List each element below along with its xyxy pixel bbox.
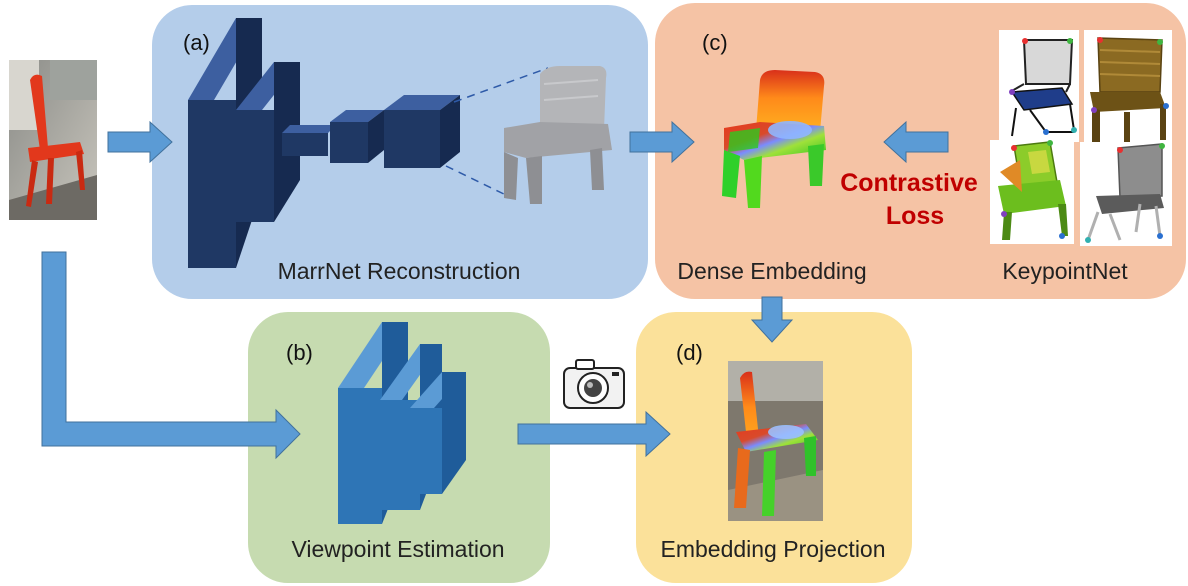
input-photo <box>9 60 97 220</box>
panel-b-title: Viewpoint Estimation <box>291 536 504 562</box>
embedding-projection-photo <box>728 361 823 521</box>
keypointnet-examples <box>990 30 1172 246</box>
panel-d-label: (d) <box>676 340 703 365</box>
panel-d-title: Embedding Projection <box>660 536 885 562</box>
panel-b-label: (b) <box>286 340 313 365</box>
contrastive-loss-line2: Loss <box>886 202 944 230</box>
arrow-keypointnet-to-c <box>883 120 949 164</box>
viewpoint-network <box>338 322 466 524</box>
arrow-b-to-d <box>517 410 671 458</box>
marrnet-network <box>188 18 549 268</box>
arrow-input-to-b <box>41 251 301 460</box>
panel-c-title: Dense Embedding <box>677 258 866 284</box>
arrow-a-to-c <box>629 120 695 164</box>
panel-c-label: (c) <box>702 30 728 55</box>
panel-a-title: MarrNet Reconstruction <box>278 258 521 284</box>
panel-a-label: (a) <box>183 30 210 55</box>
keypointnet-title: KeypointNet <box>1002 258 1128 284</box>
camera-icon <box>563 359 625 409</box>
arrow-c-to-d <box>750 296 794 343</box>
reconstructed-chair-3d <box>504 66 612 204</box>
dense-embedding-chair <box>722 70 826 208</box>
arrow-input-to-a <box>107 120 173 164</box>
contrastive-loss-line1: Contrastive <box>840 169 978 197</box>
